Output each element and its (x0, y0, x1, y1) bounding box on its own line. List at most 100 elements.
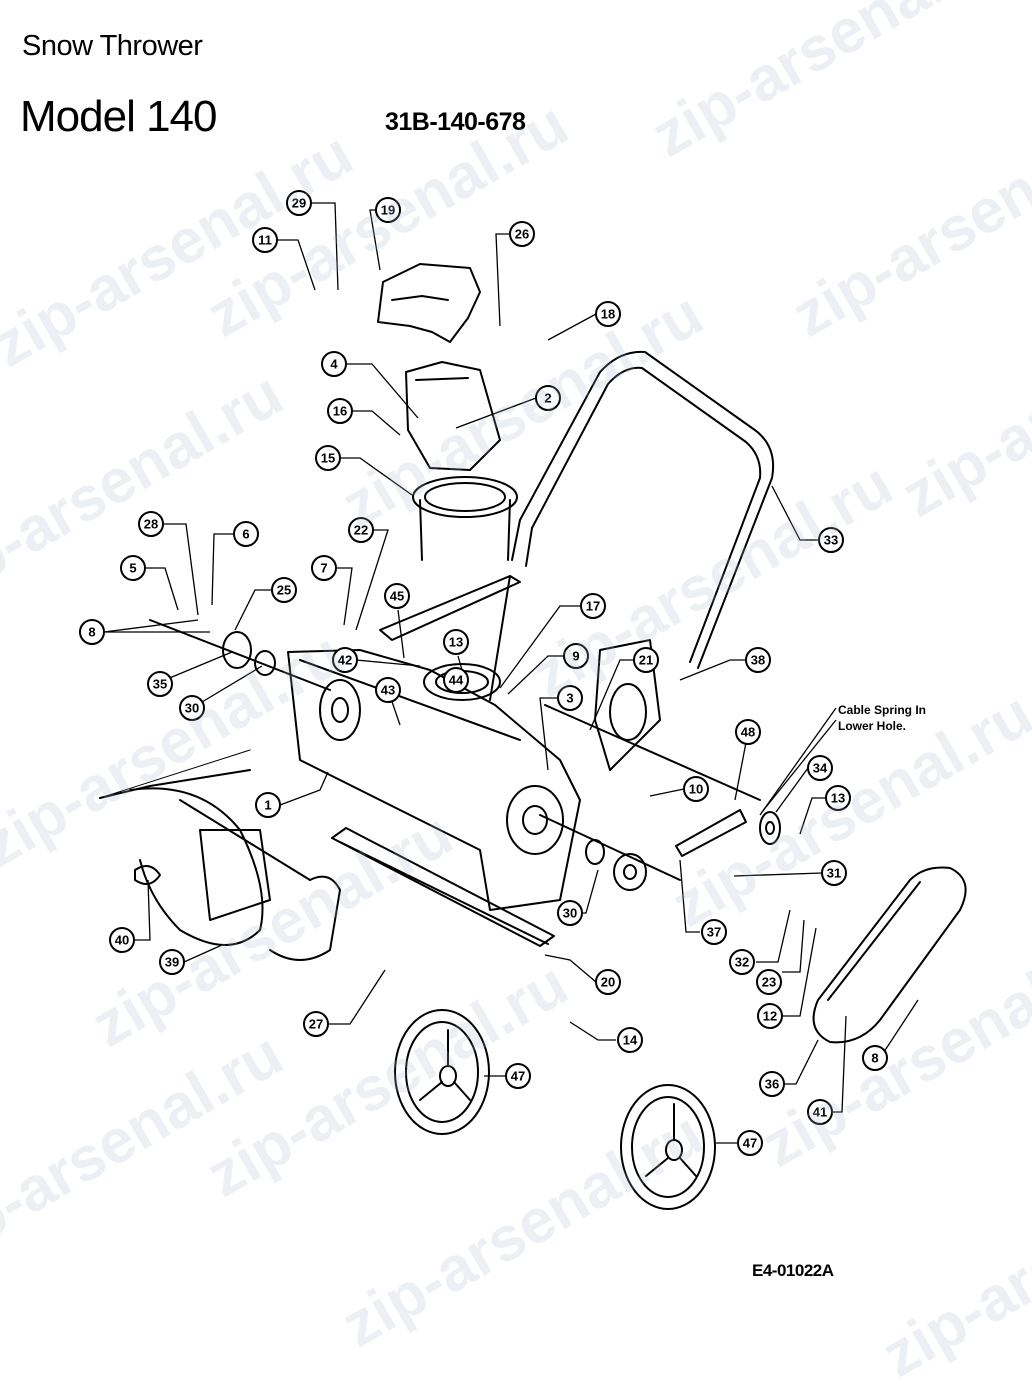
callout-number: 8 (88, 625, 95, 640)
page-title: Snow Thrower (22, 30, 203, 62)
callout-5: 5 (120, 555, 146, 581)
callout-30: 30 (557, 900, 583, 926)
callout-number: 42 (338, 653, 352, 668)
scraper-bar (331, 827, 555, 947)
callout-number: 37 (707, 925, 721, 940)
callout-33: 33 (818, 527, 844, 553)
drawing-number: E4-01022A (752, 1261, 834, 1280)
callout-number: 13 (449, 635, 463, 650)
auger-housing (287, 649, 581, 911)
callout-38: 38 (745, 647, 771, 673)
callout-number: 7 (320, 561, 327, 576)
callout-number: 18 (601, 307, 615, 322)
callout-number: 16 (333, 404, 347, 419)
callout-37: 37 (701, 919, 727, 945)
callout-number: 27 (309, 1017, 323, 1032)
discharge-chute (405, 361, 518, 561)
callout-35: 35 (147, 671, 173, 697)
callout-number: 38 (751, 653, 765, 668)
callout-16: 16 (327, 398, 353, 424)
callout-34: 34 (807, 755, 833, 781)
callout-number: 45 (390, 589, 404, 604)
callout-11: 11 (252, 227, 278, 253)
callout-number: 43 (381, 683, 395, 698)
belt-cover (812, 866, 967, 1044)
chute-deflector (377, 263, 481, 343)
callout-10: 10 (683, 776, 709, 802)
callout-number: 22 (354, 523, 368, 538)
callout-number: 39 (165, 955, 179, 970)
callout-number: 40 (115, 933, 129, 948)
callout-43: 43 (375, 677, 401, 703)
auger (99, 769, 341, 961)
callout-number: 36 (765, 1077, 779, 1092)
callout-number: 30 (563, 906, 577, 921)
model-name: Model 140 (20, 92, 217, 141)
callout-13: 13 (443, 629, 469, 655)
callout-number: 47 (743, 1136, 757, 1151)
callout-44: 44 (443, 667, 469, 693)
callout-20: 20 (595, 969, 621, 995)
callout-41: 41 (807, 1099, 833, 1125)
callout-number: 20 (601, 975, 615, 990)
callout-29: 29 (286, 190, 312, 216)
callout-47: 47 (505, 1063, 531, 1089)
wheel-left (394, 1009, 490, 1135)
callout-number: 8 (871, 1051, 878, 1066)
callout-number: 32 (735, 955, 749, 970)
callout-number: 1 (264, 798, 271, 813)
callout-number: 31 (827, 866, 841, 881)
idler-bracket (675, 809, 781, 857)
callout-number: 11 (258, 233, 272, 248)
axle (539, 704, 761, 891)
callout-number: 26 (515, 227, 529, 242)
callout-number: 35 (153, 677, 167, 692)
callout-number: 5 (129, 561, 136, 576)
callout-26: 26 (509, 221, 535, 247)
callout-number: 12 (763, 1009, 777, 1024)
callout-number: 6 (242, 527, 249, 542)
callout-32: 32 (729, 949, 755, 975)
callout-8: 8 (79, 619, 105, 645)
callout-number: 4 (330, 357, 338, 372)
callout-25: 25 (271, 577, 297, 603)
callout-number: 48 (741, 725, 755, 740)
cable-spring-note: Cable Spring In Lower Hole. (838, 703, 927, 733)
callout-40: 40 (109, 927, 135, 953)
callout-9: 9 (563, 643, 589, 669)
frame-brace (379, 575, 521, 701)
callout-42: 42 (332, 647, 358, 673)
callout-19: 19 (375, 197, 401, 223)
callout-21: 21 (633, 647, 659, 673)
callout-27: 27 (303, 1011, 329, 1037)
callout-number: 23 (762, 975, 776, 990)
callout-14: 14 (617, 1027, 643, 1053)
callout-22: 22 (348, 517, 374, 543)
callout-number: 28 (144, 517, 158, 532)
part-number: 31B-140-678 (385, 108, 526, 136)
callout-number: 2 (544, 391, 551, 406)
callout-12: 12 (757, 1003, 783, 1029)
exploded-parts-diagram: 2919112618421615332865722258451713921384… (79, 190, 967, 1210)
callout-number: 13 (831, 791, 845, 806)
callout-number: 17 (586, 599, 600, 614)
callout-number: 44 (449, 673, 464, 688)
callout-number: 34 (813, 761, 828, 776)
callout-number: 21 (639, 653, 653, 668)
callout-30: 30 (179, 695, 205, 721)
callout-15: 15 (315, 445, 341, 471)
callout-number: 3 (566, 691, 573, 706)
callout-number: 41 (813, 1105, 827, 1120)
callout-number: 29 (292, 196, 306, 211)
callout-7: 7 (311, 555, 337, 581)
callout-17: 17 (580, 593, 606, 619)
callout-47: 47 (737, 1130, 763, 1156)
callout-number: 25 (277, 583, 291, 598)
callout-48: 48 (735, 719, 761, 745)
callout-13: 13 (825, 785, 851, 811)
callout-number: 9 (572, 649, 579, 664)
callout-31: 31 (821, 860, 847, 886)
callout-3: 3 (557, 685, 583, 711)
callout-28: 28 (138, 511, 164, 537)
